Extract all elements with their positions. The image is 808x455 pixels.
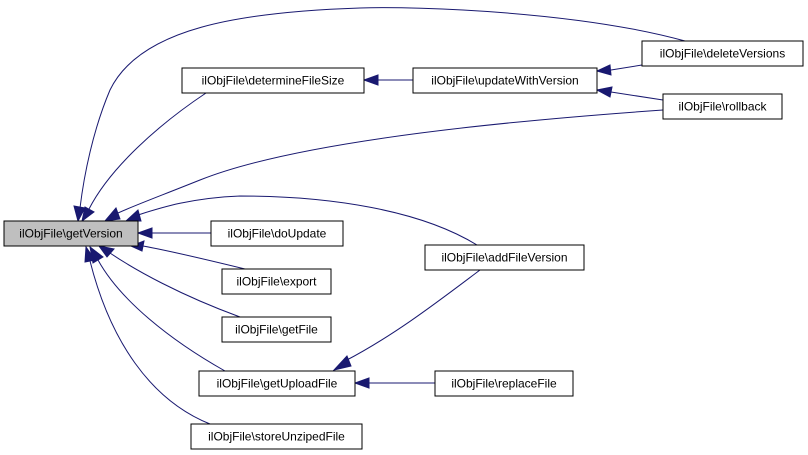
edge-determineFileSize-to-getVersion [81, 92, 207, 223]
node-label: ilObjFile\replaceFile [451, 377, 557, 391]
edge-arrowhead [362, 74, 379, 86]
node-label: ilObjFile\getFile [235, 323, 318, 337]
node-label: ilObjFile\determineFileSize [202, 74, 345, 88]
node-determineFileSize[interactable]: ilObjFile\determineFileSize [181, 67, 365, 94]
edge-arrowhead [595, 64, 612, 76]
edge-deleteVersions-to-getVersion [73, 7, 686, 223]
node-box[interactable] [412, 67, 598, 94]
node-box[interactable] [662, 93, 783, 120]
edge-storeUnzipedFile-to-getVersion [84, 245, 211, 425]
node-label: ilObjFile\getVersion [19, 227, 122, 241]
edge-replaceFile-to-getUploadFile [353, 377, 435, 389]
node-export[interactable]: ilObjFile\export [221, 268, 332, 295]
edge-line [137, 195, 478, 246]
node-box[interactable] [221, 316, 332, 343]
edge-arrowhead [103, 207, 121, 222]
edge-deleteVersions-to-updateWithVersion [595, 64, 643, 76]
edge-line [109, 252, 241, 318]
node-label: ilObjFile\storeUnzipedFile [208, 430, 345, 444]
node-getFile[interactable]: ilObjFile\getFile [221, 316, 332, 343]
node-replaceFile[interactable]: ilObjFile\replaceFile [434, 370, 574, 397]
edge-line [610, 64, 643, 71]
edge-getUploadFile-to-addFileVersion [332, 269, 481, 371]
edge-arrowhead [97, 245, 115, 258]
node-box[interactable] [424, 244, 585, 271]
node-label: ilObjFile\doUpdate [228, 227, 327, 241]
node-storeUnzipedFile[interactable]: ilObjFile\storeUnzipedFile [190, 423, 363, 450]
node-doUpdate[interactable]: ilObjFile\doUpdate [210, 220, 344, 247]
node-label: ilObjFile\export [236, 275, 317, 289]
node-layer: ilObjFile\getVersion ilObjFile\determineF… [3, 40, 804, 450]
node-box[interactable] [221, 268, 332, 295]
node-box[interactable] [434, 370, 574, 397]
edge-line [89, 260, 211, 425]
node-getUploadFile[interactable]: ilObjFile\getUploadFile [198, 370, 356, 397]
edge-arrowhead [81, 206, 95, 223]
node-deleteVersions[interactable]: ilObjFile\deleteVersions [641, 40, 804, 67]
edge-line [142, 245, 246, 270]
edge-updateWithVersion-to-determineFileSize [362, 74, 413, 86]
node-label: ilObjFile\addFileVersion [441, 251, 567, 265]
edge-line [344, 269, 481, 362]
node-rollback[interactable]: ilObjFile\rollback [662, 93, 783, 120]
node-updateWithVersion[interactable]: ilObjFile\updateWithVersion [412, 67, 598, 94]
edge-line [97, 259, 226, 372]
edge-getUploadFile-to-getVersion [89, 245, 226, 372]
node-box[interactable] [641, 40, 804, 67]
edge-arrowhead [595, 86, 613, 98]
edge-line [79, 7, 686, 209]
edge-getFile-to-getVersion [97, 245, 241, 318]
node-addFileVersion[interactable]: ilObjFile\addFileVersion [424, 244, 585, 271]
edge-arrowhead [73, 205, 86, 223]
node-box[interactable] [181, 67, 365, 94]
node-box[interactable] [190, 423, 363, 450]
node-label: ilObjFile\updateWithVersion [431, 74, 578, 88]
edge-line [610, 91, 664, 101]
edge-rollback-to-getVersion [103, 109, 664, 222]
node-getVersion[interactable]: ilObjFile\getVersion [3, 220, 139, 247]
edge-rollback-to-updateWithVersion [595, 86, 664, 101]
edge-line [117, 109, 664, 214]
edge-arrowhead [136, 227, 153, 239]
node-label: ilObjFile\getUploadFile [217, 377, 338, 391]
node-box[interactable] [210, 220, 344, 247]
edge-arrowhead [332, 355, 352, 371]
node-label: ilObjFile\rollback [678, 100, 767, 114]
edge-arrowhead [353, 377, 370, 389]
edge-doUpdate-to-getVersion [136, 227, 211, 239]
edge-line [88, 92, 207, 210]
edge-arrowhead [124, 209, 142, 222]
node-label: ilObjFile\deleteVersions [660, 47, 785, 61]
node-box[interactable] [3, 220, 139, 247]
node-box[interactable] [198, 370, 356, 397]
edge-arrowhead [84, 245, 96, 263]
